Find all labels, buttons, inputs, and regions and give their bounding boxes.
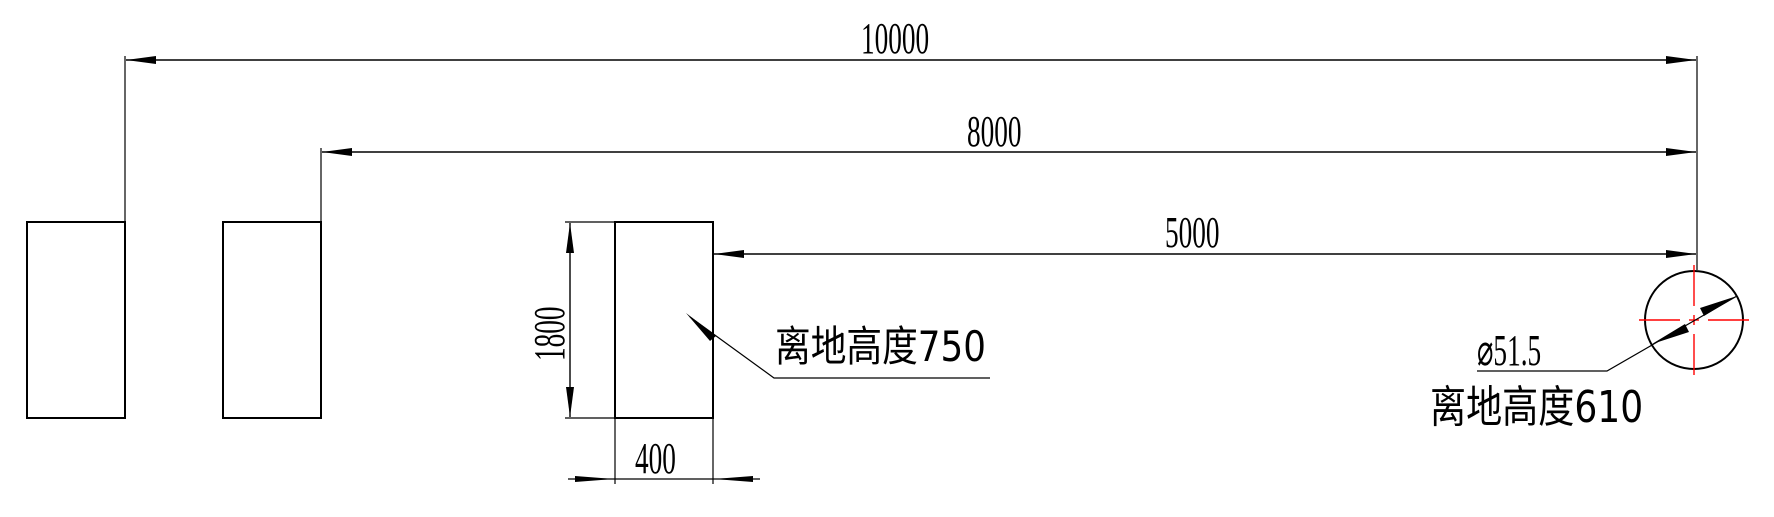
- leader-arrow-750: [686, 313, 716, 341]
- dimension-label-8000: 8000: [967, 107, 1022, 156]
- dimension-label-5000: 5000: [1165, 208, 1220, 257]
- diameter-arrow-upper: [1700, 296, 1737, 316]
- annotation-circle-height: 离地高度610: [1430, 386, 1690, 430]
- arrow-400-left: [575, 476, 614, 482]
- annotation-circle-diameter: ⌀51.5: [1477, 326, 1542, 375]
- annotation-rect-height-text: 离地高度750: [775, 322, 986, 371]
- dimension-label-400: 400: [635, 434, 676, 483]
- dimension-label-10000: 10000: [861, 14, 930, 63]
- rectangle-1: [26, 221, 126, 419]
- arrow-400-right: [714, 476, 753, 482]
- center-mark: [1639, 265, 1749, 375]
- dimension-label-1800: 1800: [525, 306, 574, 361]
- diameter-arrow-lower: [1652, 324, 1689, 344]
- diameter-leader-line: [1477, 295, 1738, 372]
- rectangle-2: [222, 221, 322, 419]
- annotation-rect-height: 离地高度750: [775, 326, 1023, 369]
- rectangle-3: [614, 221, 714, 419]
- leader-line-750: [689, 316, 990, 379]
- annotation-circle-height-text: 离地高度610: [1430, 382, 1644, 433]
